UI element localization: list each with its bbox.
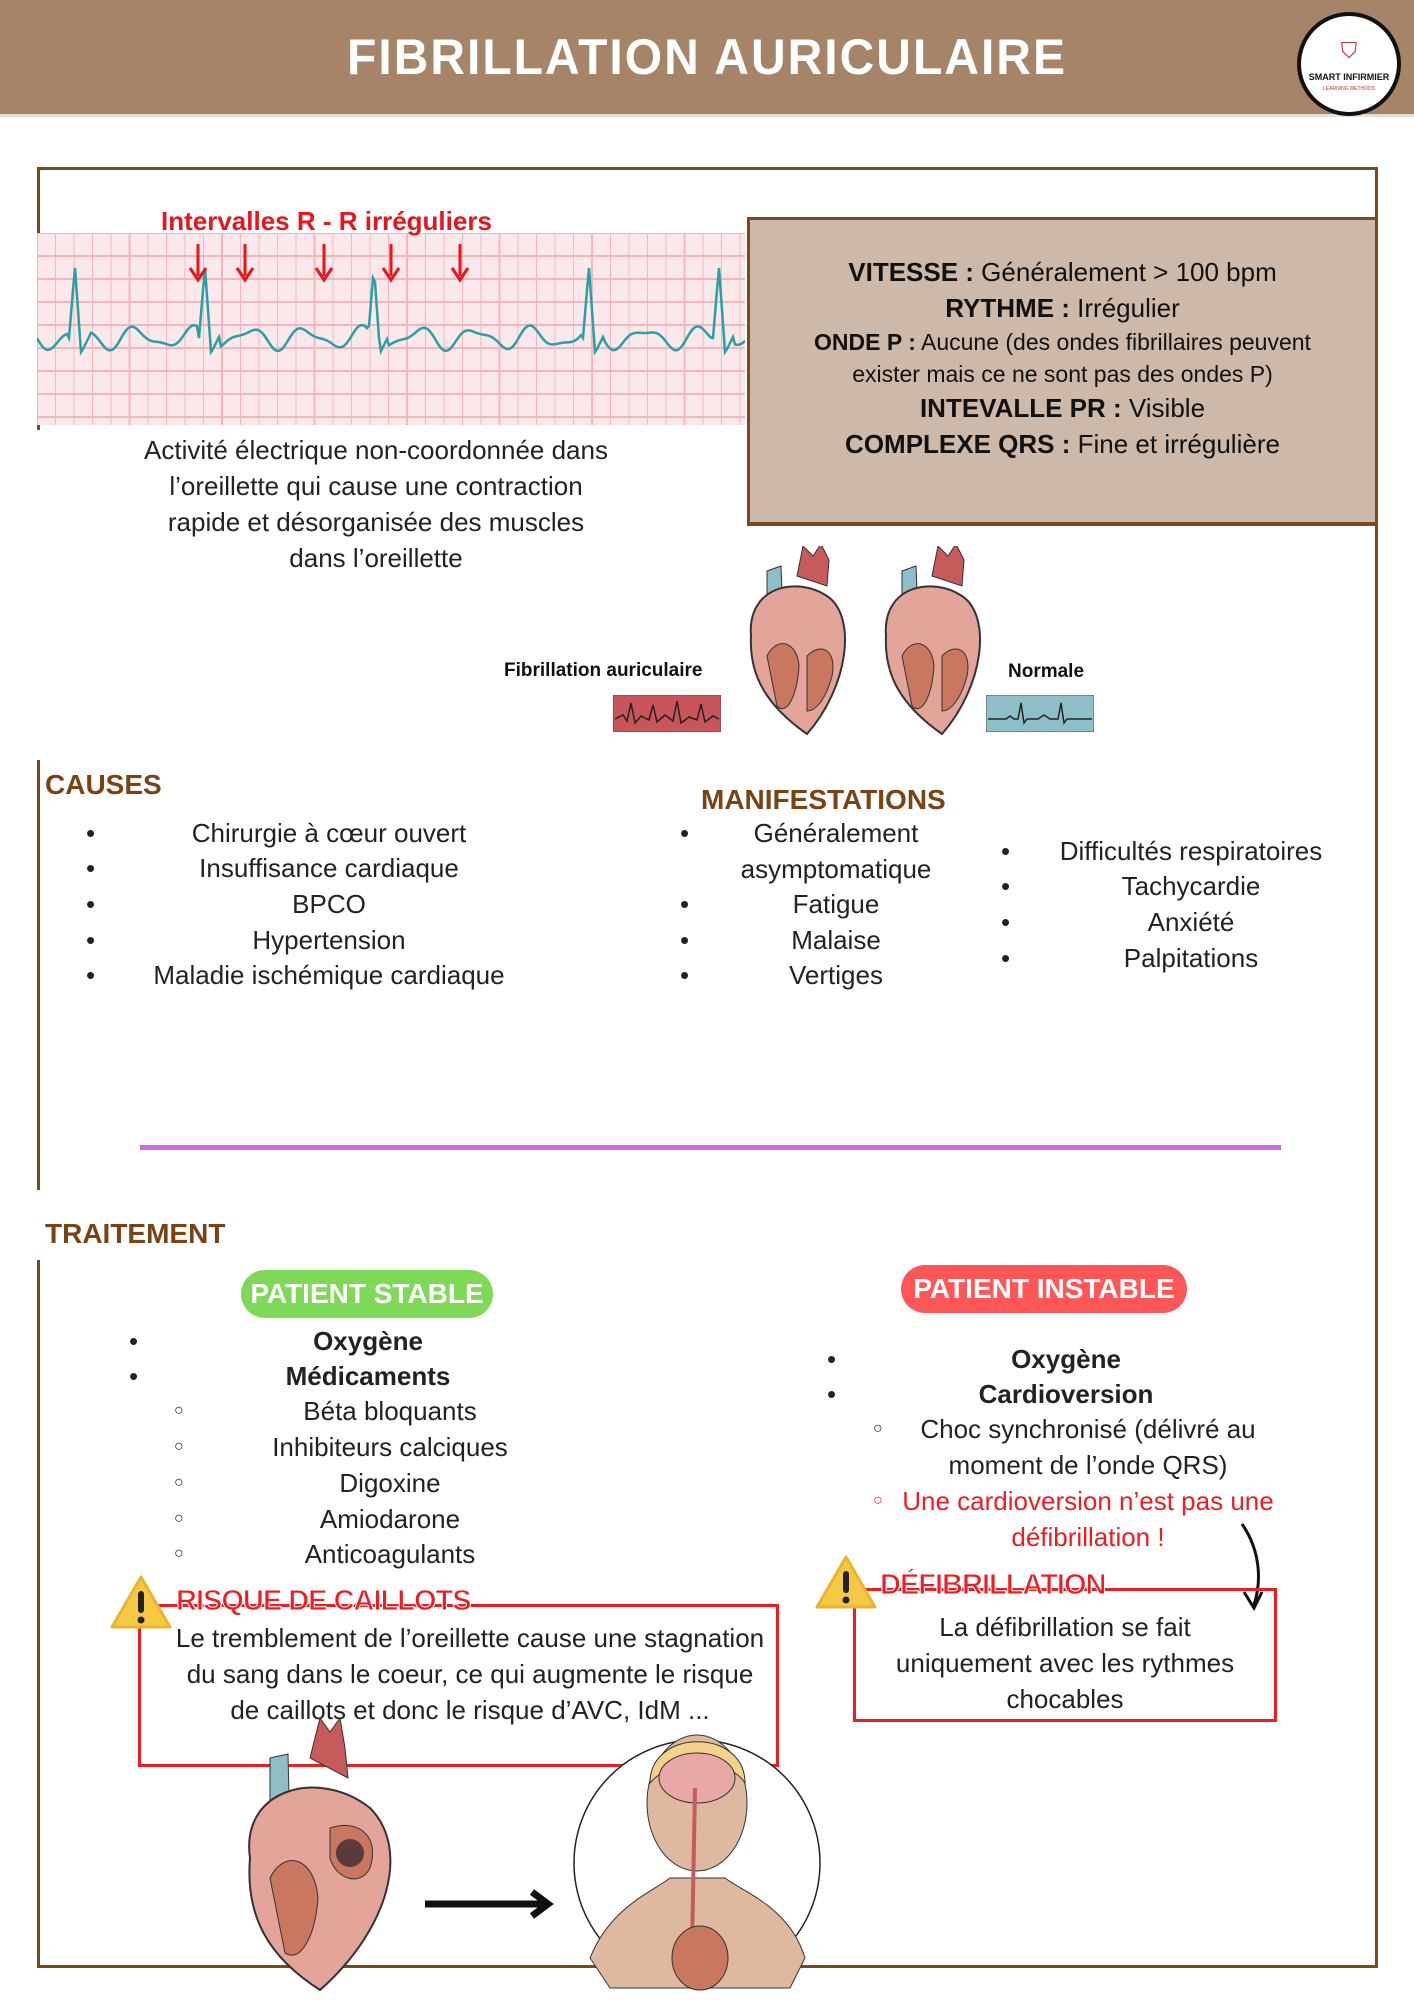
down-arrow-icon xyxy=(314,244,334,283)
rr-arrows xyxy=(188,244,470,283)
list-item: Fatigue xyxy=(792,889,880,919)
down-arrow-icon xyxy=(188,244,208,283)
list-item: Béta bloquants xyxy=(303,1396,477,1426)
curved-arrow-icon xyxy=(1240,1523,1264,1612)
label-normal: Normale xyxy=(1008,661,1085,682)
clot-risk-box xyxy=(138,1604,779,1767)
bullet: ○ xyxy=(174,1402,184,1419)
list-item: Tachycardie xyxy=(1121,871,1261,901)
list-item: Médicaments xyxy=(285,1361,451,1391)
bullet: • xyxy=(680,818,690,848)
arrow-right-icon xyxy=(425,1889,554,1919)
list-item: Cardioversion xyxy=(978,1379,1154,1409)
traitement-heading: TRAITEMENT xyxy=(45,1218,226,1249)
bullet: ○ xyxy=(174,1510,184,1527)
cardioversion-sub-choc: Choc synchronisé (délivré au moment de l… xyxy=(920,1414,1256,1480)
page-title: FIBRILLATION AURICULAIRE xyxy=(347,29,1067,86)
causes-heading: CAUSES xyxy=(45,769,162,800)
bullet: ○ xyxy=(174,1545,184,1562)
normal-heart-icon xyxy=(884,546,981,736)
bullet: • xyxy=(827,1379,837,1409)
bullet: ○ xyxy=(174,1438,184,1455)
bullet: • xyxy=(86,818,96,848)
rythme-row: RYTHME : Irrégulier xyxy=(945,293,1180,323)
rr-interval-label: Intervalles R - R irréguliers xyxy=(161,206,492,236)
label-af: Fibrillation auriculaire xyxy=(504,660,703,681)
frame-gap xyxy=(34,1190,40,1260)
list-item: Anxiété xyxy=(1147,907,1235,937)
bullet: • xyxy=(680,960,690,990)
defibrillation-title: DÉFIBRILLATION xyxy=(880,1569,1107,1602)
list-item: Généralement asymptomatique xyxy=(740,818,932,884)
down-arrow-icon xyxy=(450,244,470,283)
list-item: Vertiges xyxy=(789,960,883,990)
bullet: • xyxy=(86,853,96,883)
qrs-row: COMPLEXE QRS : Fine et irrégulière xyxy=(845,429,1280,459)
af-mini-ecg xyxy=(613,695,721,732)
bullet: • xyxy=(1001,907,1011,937)
list-item: Malaise xyxy=(791,925,881,955)
list-item: Anticoagulants xyxy=(304,1539,476,1569)
vitesse-row: VITESSE : Généralement > 100 bpm xyxy=(848,257,1277,287)
logo-shield-icon: ⛉ xyxy=(1340,38,1358,63)
person-stroke-icon xyxy=(573,1734,821,1991)
warning-icon xyxy=(815,1555,877,1609)
bullet: • xyxy=(1001,836,1011,866)
bullet: • xyxy=(129,1361,139,1391)
list-item: Insuffisance cardiaque xyxy=(199,853,459,883)
sub-bullet: ○ xyxy=(873,1492,883,1509)
clot-heart-icon xyxy=(248,1718,392,1992)
bullet: • xyxy=(680,889,690,919)
list-item: Amiodarone xyxy=(319,1504,461,1534)
bullet: • xyxy=(86,925,96,955)
list-item: Inhibiteurs calciques xyxy=(272,1432,508,1462)
header-banner xyxy=(0,0,1414,117)
cardioversion-warning: Une cardioversion n’est pas une défibril… xyxy=(902,1486,1274,1552)
clot-risk-text: Le tremblement de l’oreillette cause une… xyxy=(175,1623,765,1725)
logo: ⛉ SMART INFIRMIER LEARNING METHODS xyxy=(1297,12,1401,116)
bullet: • xyxy=(129,1326,139,1356)
onde-p-row: ONDE P : Aucune (des ondes fibrillaires … xyxy=(814,329,1311,387)
bullet: • xyxy=(1001,943,1011,973)
list-item: Difficultés respiratoires xyxy=(1059,836,1323,866)
bullet: • xyxy=(1001,871,1011,901)
down-arrow-icon xyxy=(235,244,255,283)
patient-instable-badge: PATIENT INSTABLE xyxy=(901,1265,1187,1313)
list-item: BPCO xyxy=(292,889,366,919)
patient-stable-badge: PATIENT STABLE xyxy=(241,1270,493,1318)
bullet: • xyxy=(86,960,96,990)
list-item: Digoxine xyxy=(339,1468,441,1498)
ecg-characteristics-box: VITESSE : Généralement > 100 bpm RYTHME … xyxy=(747,217,1378,526)
bullet: • xyxy=(680,925,690,955)
list-item: Oxygène xyxy=(1011,1344,1121,1374)
af-description: Activité électrique non-coordonnée dans … xyxy=(144,435,608,573)
list-item: Oxygène xyxy=(313,1326,423,1356)
logo-subtext: LEARNING METHODS xyxy=(1323,86,1375,92)
hearts-illustration xyxy=(749,546,981,736)
af-heart-icon xyxy=(749,546,846,736)
bullet: ○ xyxy=(174,1474,184,1491)
warning-icon xyxy=(110,1575,172,1629)
list-item: Maladie ischémique cardiaque xyxy=(153,960,505,990)
sub-bullet: ○ xyxy=(873,1420,883,1437)
section-divider xyxy=(140,1145,1281,1150)
list-item: Chirurgie à cœur ouvert xyxy=(191,818,467,848)
clot-to-stroke-illustration xyxy=(248,1718,821,1992)
frame-gap xyxy=(34,430,40,760)
ecg-trace xyxy=(37,267,745,356)
bullet: • xyxy=(827,1344,837,1374)
bullet: • xyxy=(86,889,96,919)
defibrillation-text: La défibrillation se fait uniquement ave… xyxy=(895,1612,1235,1714)
manifestations-heading: MANIFESTATIONS xyxy=(701,784,946,815)
logo-text: SMART INFIRMIER xyxy=(1308,72,1390,82)
pr-row: INTEVALLE PR : Visible xyxy=(919,393,1206,423)
down-arrow-icon xyxy=(381,244,401,283)
list-item: Hypertension xyxy=(252,925,406,955)
clot-risk-title: RISQUE DE CAILLOTS xyxy=(176,1585,473,1618)
list-item: Palpitations xyxy=(1123,943,1259,973)
normal-mini-ecg xyxy=(986,695,1094,732)
defibrillation-box xyxy=(853,1588,1277,1722)
